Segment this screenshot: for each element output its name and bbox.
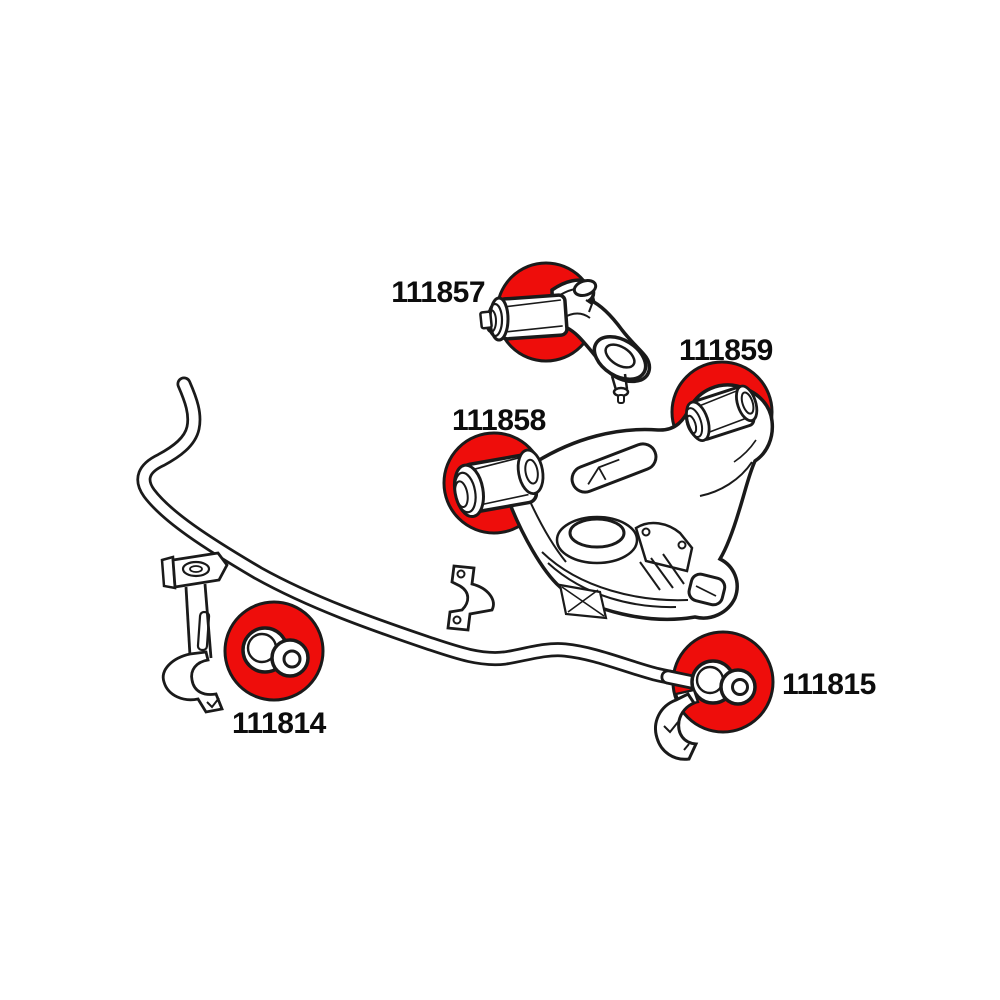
upper-arm-eye <box>572 279 598 297</box>
bracket-hatch-1 <box>639 561 661 591</box>
center-clamp-drawing <box>446 564 495 632</box>
part-label-111859: 111859 <box>679 334 773 367</box>
part-labels: 111857 111859 111858 111814 111815 <box>232 276 876 740</box>
ball-joint-boss-line <box>695 585 717 597</box>
lower-arm-flange-line1 <box>547 562 677 609</box>
ball-joint-boss <box>687 572 727 607</box>
left-bracket-clamp <box>161 650 224 714</box>
bracket-ear-hole-2 <box>677 540 687 550</box>
left-bracket-foot-check <box>206 697 220 709</box>
rear-strap-check2 <box>683 743 690 751</box>
left-bracket-slot <box>196 610 211 652</box>
sway-bar-drawing <box>136 376 710 691</box>
center-clamp-hole-top <box>456 569 466 579</box>
lower-arm-hole-inner <box>568 517 626 549</box>
rear-spool-end-inner <box>740 391 755 415</box>
front-spool-end <box>516 448 545 495</box>
center-clamp-body <box>446 564 495 632</box>
front-spool-ring3 <box>454 480 469 509</box>
spool15-hole <box>731 678 749 696</box>
lower-arm-slot-inner <box>587 458 620 485</box>
part-label-111815: 111815 <box>782 668 876 701</box>
center-clamp-hole-bottom <box>452 615 462 625</box>
lower-arm-slot-outline <box>570 442 658 494</box>
bracket-hatch-2 <box>650 557 674 589</box>
rear-spool-line-bottom <box>705 417 748 435</box>
part-label-111857: 111857 <box>391 276 485 309</box>
upper-ball-joint-stem-right <box>623 373 629 390</box>
strut-plate-x2 <box>567 589 599 613</box>
rear-strap-clamp-drawing <box>654 688 700 761</box>
rear-spool-line-top <box>696 389 739 408</box>
bracket-ear-hole-1 <box>641 527 651 537</box>
sway-bar-bushing-front <box>241 626 310 678</box>
rear-strap-body <box>654 692 699 761</box>
left-bracket-hole-inner <box>189 565 203 573</box>
upper-bushing-line-top <box>503 299 561 308</box>
lower-arm-hole-outer <box>555 515 639 565</box>
upper-bushing-nut <box>479 310 493 330</box>
sway-bar-bushing-rear <box>690 659 757 706</box>
lower-arm-rear-line1 <box>699 461 753 497</box>
upper-ball-joint-stem-left <box>610 375 618 391</box>
spool14-hole <box>282 649 302 669</box>
lower-arm-rear-line2 <box>733 439 757 463</box>
rear-strap-check1 <box>663 721 679 734</box>
lower-control-arm-drawing <box>508 383 775 621</box>
rear-bushing-spool <box>684 384 759 442</box>
left-bracket-tab <box>171 551 229 589</box>
bracket-hatch-3 <box>662 553 685 585</box>
upper-ball-joint-pin <box>617 394 625 404</box>
rear-spool-ring3 <box>685 414 698 435</box>
front-spool-line-top <box>469 456 523 472</box>
sway-bar-entry-segment <box>660 669 700 690</box>
part-label-111814: 111814 <box>232 707 327 740</box>
sway-bar-core <box>139 379 707 688</box>
part-label-111858: 111858 <box>452 404 546 437</box>
left-bracket-drawing <box>160 551 229 714</box>
lower-arm-slot <box>570 442 658 494</box>
ball-joint-bracket <box>634 521 694 573</box>
lower-arm-flange-line2 <box>541 551 689 602</box>
front-spool-end-inner <box>524 458 539 485</box>
bar-entry-core <box>663 672 697 687</box>
left-bracket-body-left <box>184 586 192 657</box>
front-spool-line-bottom <box>475 493 529 507</box>
front-bushing-spool <box>452 448 545 519</box>
left-bracket-hole-outer <box>181 560 211 578</box>
upper-control-arm-drawing <box>479 278 652 404</box>
upper-bushing-cylinder <box>497 293 569 341</box>
upper-bushing-line-bottom <box>504 325 563 333</box>
upper-ball-joint-inner <box>604 343 636 369</box>
upper-arm-fork-notch <box>585 299 594 313</box>
